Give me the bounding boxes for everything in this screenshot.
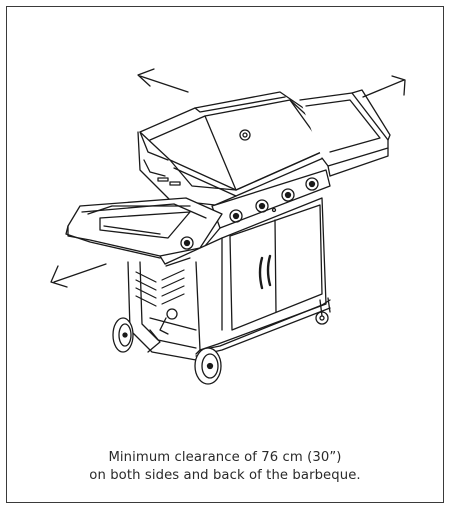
barbecue-grill-icon xyxy=(65,89,391,385)
caption-line-1: Minimum clearance of 76 cm (30”) xyxy=(108,450,342,465)
clearance-arrow-back-icon xyxy=(137,68,189,93)
caption-line-2: on both sides and back of the barbeque. xyxy=(89,468,361,483)
clearance-arrow-right-icon xyxy=(362,75,406,98)
clearance-arrow-left-icon xyxy=(50,263,107,288)
